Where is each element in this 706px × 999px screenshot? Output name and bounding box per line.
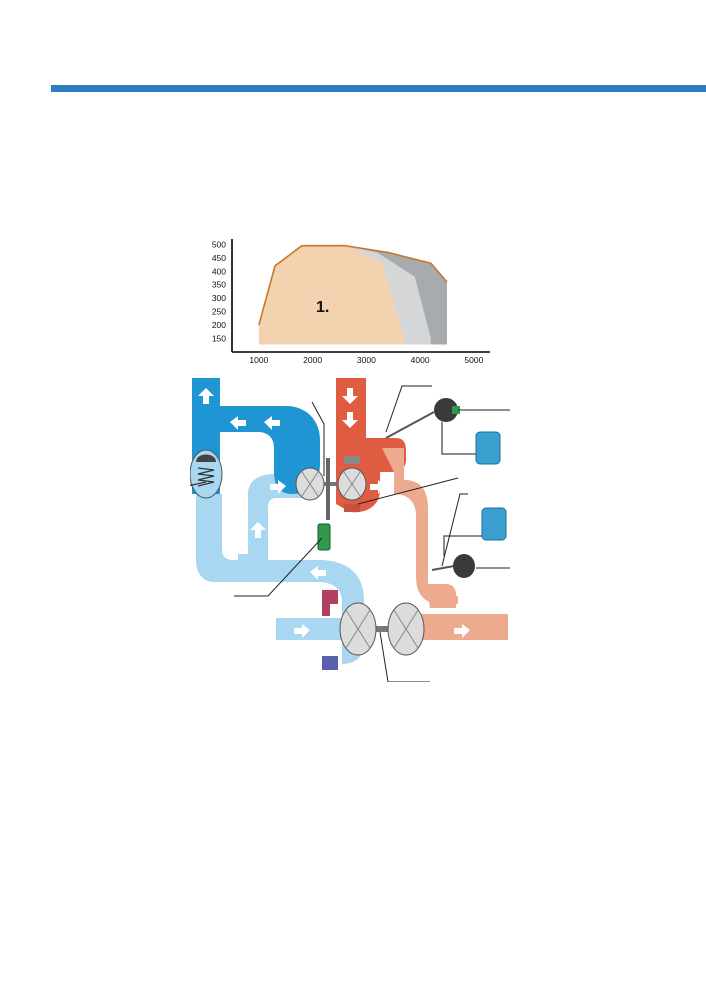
- arrow-icon: [294, 624, 310, 638]
- exhaust-pipe-outlet: [398, 614, 508, 640]
- leader-line: [311, 401, 325, 476]
- y-tick-label: 400: [212, 266, 226, 276]
- y-tick-label: 150: [212, 334, 226, 344]
- wastegate-actuator-lower: [453, 554, 475, 578]
- pressure-sensor: [317, 523, 331, 551]
- intake-inlet: [276, 618, 344, 640]
- egr-outlet: [322, 656, 338, 670]
- arrow-icon: [270, 480, 286, 494]
- large-turbo: [339, 602, 425, 656]
- leader-line: [441, 493, 468, 567]
- leader-line: [357, 477, 459, 505]
- arrow-icon: [400, 528, 416, 544]
- leader-line: [190, 481, 207, 486]
- turbochargers: [295, 456, 425, 656]
- y-tick-label: 350: [212, 280, 226, 290]
- turbo-diagram: 500 450 400 350 300 250 200 150 1000 2000 3000 400…: [190, 239, 510, 682]
- x-tick-label: 5000: [464, 355, 483, 365]
- intake-pipe-lower: [196, 494, 364, 664]
- chart-area-main: [258, 245, 404, 345]
- arrow-icon: [454, 624, 470, 638]
- y-tick-label: 250: [212, 307, 226, 317]
- actuators: ⚡ ⚡: [385, 398, 507, 578]
- x-tick-label: 4000: [411, 355, 430, 365]
- arrow-icon: [342, 412, 358, 428]
- arrow-icon: [250, 522, 266, 538]
- actuator-port: [452, 406, 460, 414]
- y-tick-label: 200: [212, 320, 226, 330]
- y-tick-label: 300: [212, 293, 226, 303]
- flow-arrows: [198, 388, 470, 638]
- arrow-icon: [310, 566, 326, 580]
- wastegate-actuator-upper: [434, 398, 458, 422]
- egr-inlet: [322, 590, 338, 616]
- wastegate-rod-upper: [385, 411, 435, 439]
- y-tick-label: 450: [212, 253, 226, 263]
- leader-line: [234, 537, 323, 597]
- valve-block-upper: [344, 456, 360, 464]
- intake-pipe-upper: [238, 474, 306, 560]
- leader-lines: [190, 385, 510, 682]
- chart-curve: [258, 244, 448, 326]
- power-chart: 500 450 400 350 300 250 200 150 1000 2000 3000 400…: [212, 239, 490, 365]
- exhaust-bypass: [426, 584, 456, 608]
- x-tick-label: 2000: [303, 355, 322, 365]
- solenoid-valve-upper: [475, 431, 501, 465]
- charge-air-pipe: [192, 378, 320, 494]
- chart-region-label: 1.: [316, 299, 329, 316]
- leader-line: [385, 385, 432, 433]
- solenoid-valve-lower: [481, 507, 507, 541]
- arrow-icon: [370, 480, 386, 494]
- arrow-icon: [198, 388, 214, 404]
- header-rule: [51, 85, 706, 92]
- vacuum-line-upper: [441, 422, 478, 455]
- leader-line: [379, 631, 430, 682]
- x-tick-label: 1000: [249, 355, 268, 365]
- exhaust-pipe-main: [382, 448, 458, 604]
- vacuum-line-lower: [443, 535, 484, 556]
- shaft-link: [326, 458, 330, 520]
- arrow-icon: [230, 416, 246, 430]
- x-tick-label: 3000: [357, 355, 376, 365]
- pipework: [190, 378, 508, 670]
- valve-block-lower: [344, 504, 360, 512]
- valve-spring: [197, 467, 215, 487]
- arrow-icon: [264, 416, 280, 430]
- valve-head: [196, 454, 216, 462]
- small-turbo: [295, 467, 367, 501]
- arrow-icon: [342, 388, 358, 404]
- y-tick-label: 500: [212, 239, 226, 249]
- wastegate-rod-lower: [431, 565, 455, 571]
